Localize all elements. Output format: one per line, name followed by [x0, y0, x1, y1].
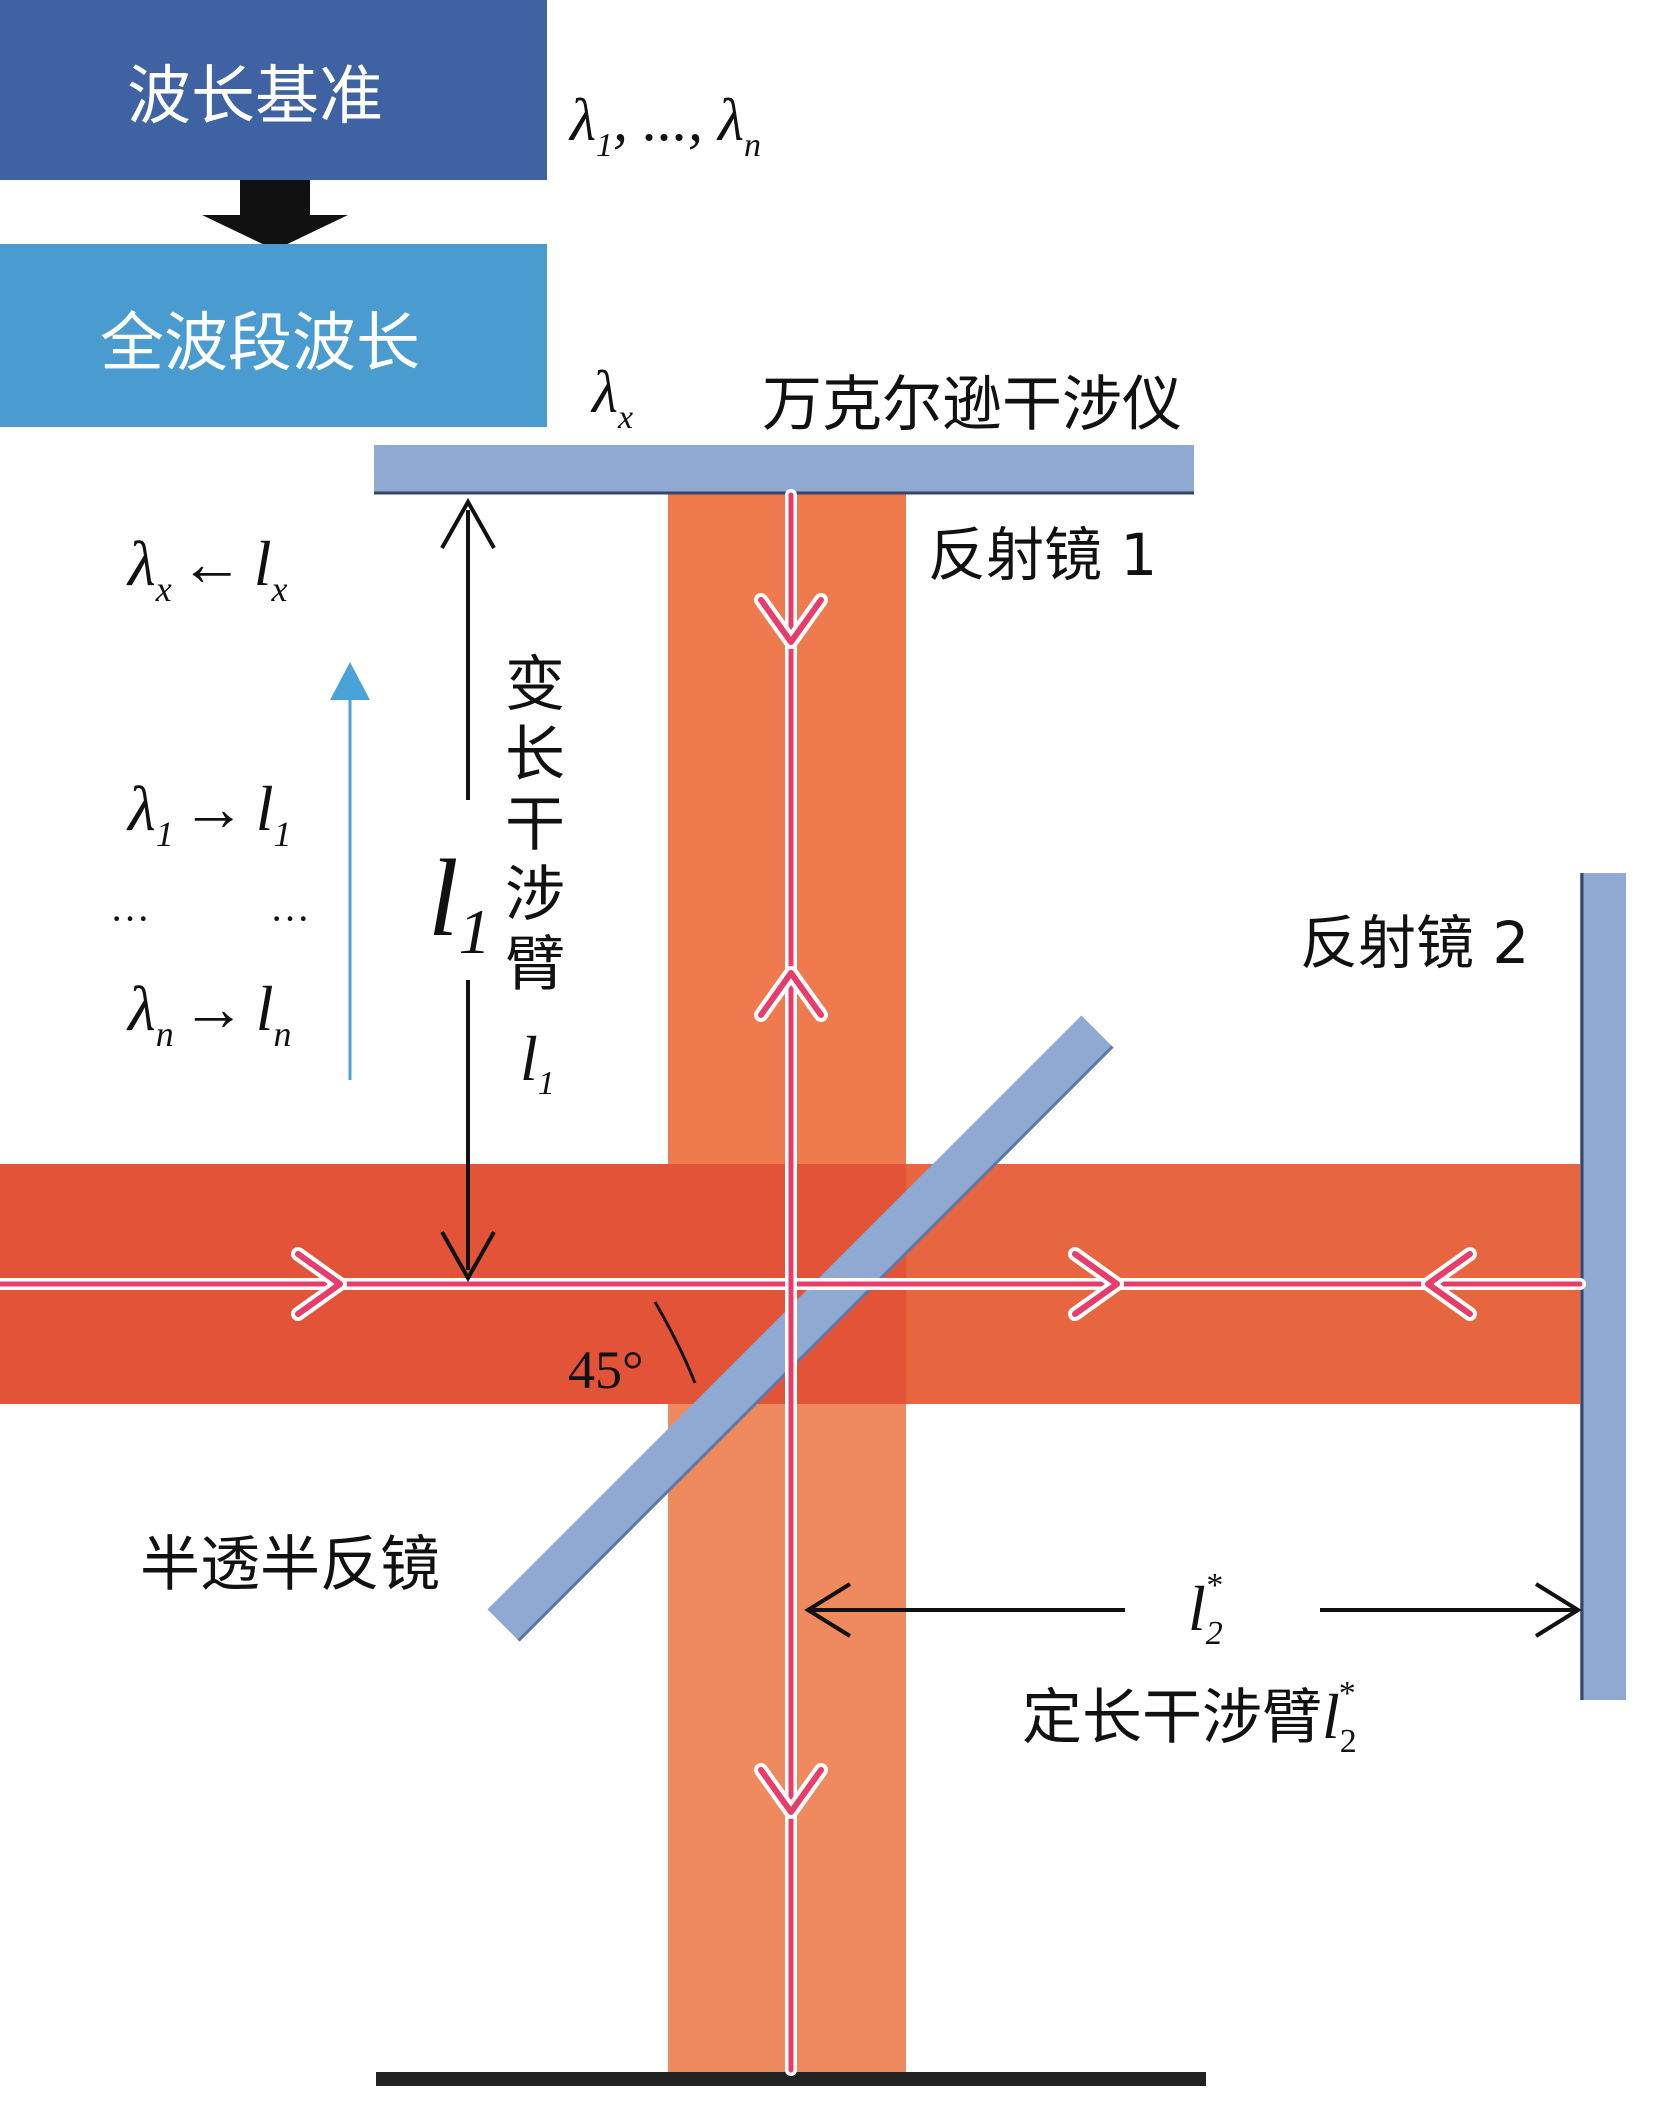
- svg-text:定长干涉臂l2*: 定长干涉臂l2*: [1022, 1675, 1357, 1760]
- beam-splitter: [487, 1015, 1114, 1642]
- bottom-screen: [376, 2072, 1206, 2086]
- l2-dimension-arrow: [804, 1582, 1582, 1638]
- svg-text:涉: 涉: [505, 860, 565, 930]
- variable-arm-label: 变 长 干 涉 臂: [505, 650, 565, 1000]
- l2-label: l2*: [1188, 1567, 1223, 1652]
- full-band-label: 全波段波长: [100, 307, 420, 381]
- relation-dots: ··· ···: [110, 896, 310, 941]
- variable-arm-l1: l1: [520, 1023, 555, 1102]
- ray-arrow-right-1: [291, 1247, 347, 1321]
- up-arrow-icon: [330, 662, 370, 1080]
- relation-row-n: λn→ln: [126, 973, 292, 1054]
- svg-text:λ1→l1: λ1→l1: [126, 773, 292, 854]
- ray-arrow-right-2: [1068, 1247, 1124, 1321]
- svg-text:λx←lx: λx←lx: [126, 528, 287, 609]
- fixed-arm-label: 定长干涉臂l2*: [1022, 1675, 1357, 1760]
- lambda-x-label: λx: [590, 359, 633, 436]
- mirror-1: [374, 445, 1194, 493]
- ray-arrow-down-2: [754, 1763, 828, 1819]
- svg-text:臂: 臂: [505, 930, 565, 1000]
- splitter-label: 半透半反镜: [140, 1530, 440, 1600]
- ray-arrow-left: [1421, 1247, 1477, 1321]
- relation-top: λx←lx: [126, 528, 287, 609]
- ray-arrow-up: [754, 966, 828, 1022]
- l1-big-label: l1: [428, 837, 491, 967]
- instrument-label: 万克尔逊干涉仪: [762, 370, 1182, 440]
- svg-text:···: ···: [270, 896, 310, 941]
- svg-text:变: 变: [505, 650, 565, 720]
- wavelength-ref-box: [0, 0, 547, 180]
- mirror-1-label: 反射镜 1: [928, 521, 1157, 589]
- mirror-2-label: 反射镜 2: [1300, 909, 1529, 977]
- ray-arrow-down-1: [754, 593, 828, 649]
- angle-label: 45°: [568, 1340, 644, 1400]
- full-band-box: [0, 244, 547, 427]
- wavelength-ref-label: 波长基准: [127, 60, 383, 134]
- angle-arc: [653, 1301, 697, 1384]
- mirror-2: [1580, 873, 1626, 1700]
- ray-paths: [0, 489, 1586, 2076]
- svg-text:···: ···: [110, 896, 150, 941]
- relation-row-1: λ1→l1: [126, 773, 292, 854]
- l1-dimension-arrow: [440, 497, 496, 1283]
- svg-text:λn→ln: λn→ln: [126, 973, 292, 1054]
- svg-text:干: 干: [505, 790, 565, 860]
- down-arrow-icon: [202, 180, 348, 250]
- svg-text:λ1, ..., λn: λ1, ..., λn: [568, 87, 761, 164]
- svg-text:长: 长: [505, 720, 565, 790]
- lambda-list: λ1, ..., λn: [568, 87, 761, 164]
